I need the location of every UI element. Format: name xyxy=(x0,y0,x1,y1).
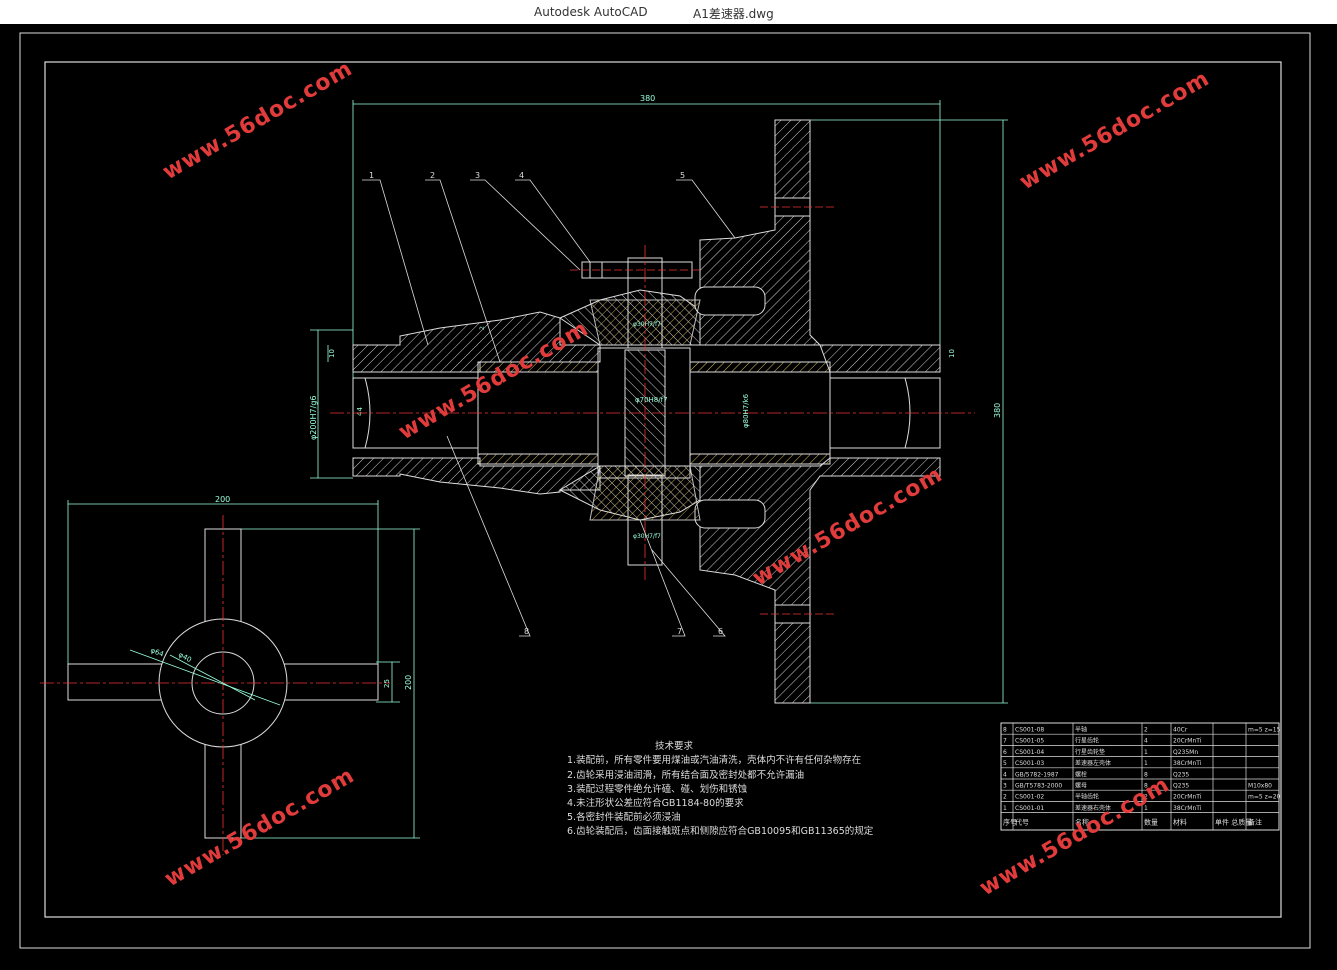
bom-cell: 40Cr xyxy=(1173,727,1188,734)
bom-cell: Q235Mn xyxy=(1173,749,1198,756)
bom-cell: Q235 xyxy=(1173,783,1189,790)
bom-cell: 38CrMnTi xyxy=(1173,805,1202,812)
leader-lines xyxy=(362,179,736,637)
dim-gear-fit-top: φ30H7/f7 xyxy=(633,321,661,328)
bom-cell: Q235 xyxy=(1173,771,1189,778)
bom-header-cell: 名称 xyxy=(1075,818,1089,827)
bom-cell: 20CrMnTi xyxy=(1173,794,1202,801)
bom-cell: 5 xyxy=(1003,760,1007,767)
bom-cell: 半轴 xyxy=(1075,726,1087,734)
bom-cell: 8 xyxy=(1144,783,1148,790)
tech-item-5: 5.各密封件装配前必须浸油 xyxy=(567,811,681,823)
callout-4: 4 xyxy=(519,171,524,180)
bom-cell: 2 xyxy=(1003,794,1007,801)
bom-cell: 8 xyxy=(1144,771,1148,778)
tech-title: 技术要求 xyxy=(655,740,694,752)
bom-cell: 差速器左壳体 xyxy=(1075,759,1111,767)
bom-cell: 6 xyxy=(1003,749,1007,756)
bom-table: 8 CS001-08 半轴 2 40Cr m=5 z=15 7 CS001-05 行星齿轮 4 20… xyxy=(1000,722,1281,831)
drawing-canvas[interactable]: 380 380 φ200H7/g6 10 44 10 xyxy=(0,24,1337,966)
bom-cell: CS001-05 xyxy=(1015,738,1044,745)
dim-cross-width: 200 xyxy=(215,495,230,504)
bom-cell: m=5 z=15 xyxy=(1248,727,1281,734)
dim-right-offset: 10 xyxy=(948,349,956,358)
callout-3: 3 xyxy=(475,171,480,180)
bom-cell: 半轴齿轮 xyxy=(1075,793,1099,801)
watermark-6: www.56doc.com xyxy=(976,772,1175,901)
bom-cell: 7 xyxy=(1003,738,1007,745)
app-title: Autodesk AutoCAD xyxy=(534,5,648,19)
bom-header-cell: 单件 总质量 xyxy=(1215,818,1252,827)
left-dimensions xyxy=(310,329,353,479)
watermark-1: www.56doc.com xyxy=(159,56,358,185)
right-dimension xyxy=(810,119,1008,704)
dim-gear-fit-bot: φ30H7/f7 xyxy=(633,533,661,540)
tech-item-3: 3.装配过程零件绝允许磕、碰、划伤和锈蚀 xyxy=(567,783,748,795)
bom-cell: GB/5782-1987 xyxy=(1015,771,1059,778)
bom-cell: 1 xyxy=(1144,749,1148,756)
dim-cross-pin: 25 xyxy=(383,679,391,688)
bom-cell: CS001-03 xyxy=(1015,760,1044,767)
tech-requirements: 技术要求 1.装配前，所有零件要用煤油或汽油清洗，壳体内不许有任何杂物存在 2.… xyxy=(567,740,874,837)
tech-item-6: 6.齿轮装配后，齿面接触斑点和侧隙应符合GB10095和GB11365的规定 xyxy=(567,825,874,837)
differential-assembly xyxy=(330,119,975,704)
dim-cross-height: 200 xyxy=(404,675,413,690)
dim-small: 2 xyxy=(479,326,486,330)
callout-2: 2 xyxy=(430,171,435,180)
tech-item-2: 2.齿轮采用浸油润滑，所有结合面及密封处都不允许漏油 xyxy=(567,769,804,781)
bom-cell: GB/T5783-2000 xyxy=(1015,783,1062,790)
bom-header-cell: 序号 xyxy=(1003,818,1017,827)
bom-cell: m=5 z=20 xyxy=(1248,794,1281,801)
bom-cell: CS001-04 xyxy=(1015,749,1044,756)
bom-cell: 38CrMnTi xyxy=(1173,760,1202,767)
callout-8: 8 xyxy=(524,627,529,636)
watermark-2: www.56doc.com xyxy=(1016,66,1215,195)
bom-cell: 3 xyxy=(1003,783,1007,790)
bom-cell: 4 xyxy=(1144,738,1148,745)
outer-frame xyxy=(19,32,1311,949)
bom-cell: 4 xyxy=(1003,771,1007,778)
inner-frame xyxy=(44,61,1282,918)
bom-cell: CS001-02 xyxy=(1015,794,1044,801)
bom-cell: 1 xyxy=(1003,805,1007,812)
dim-pin-fit: φ70H8/f7 xyxy=(635,396,668,404)
cross-shaft-view xyxy=(40,500,420,855)
bom-header-cell: 代号 xyxy=(1015,818,1029,827)
bom-cell: M10x80 xyxy=(1248,783,1272,790)
dim-right-height: 380 xyxy=(993,403,1002,418)
bom-cell: 2 xyxy=(1144,727,1148,734)
callout-1: 1 xyxy=(369,171,374,180)
cad-drawing: 380 380 φ200H7/g6 10 44 10 xyxy=(19,32,1311,949)
bom-header-cell: 备注 xyxy=(1248,818,1262,827)
bom-header-cell: 材料 xyxy=(1173,818,1187,827)
bom-cell: 螺母 xyxy=(1075,782,1087,790)
dim-cross-r1: φ64 xyxy=(149,646,165,658)
bom-cell: 8 xyxy=(1003,727,1007,734)
bom-cell: 差速器右壳体 xyxy=(1075,804,1111,812)
tech-item-4: 4.未注形状公差应符合GB1184-80的要求 xyxy=(567,797,744,809)
bom-cell: 行星齿轮 xyxy=(1075,737,1099,745)
bom-cell: 行星齿轮垫 xyxy=(1075,748,1105,756)
bom-cell: 2 xyxy=(1144,794,1148,801)
callout-5: 5 xyxy=(680,171,685,180)
watermark-5: www.56doc.com xyxy=(161,763,360,892)
dim-top-width: 380 xyxy=(640,94,655,103)
callout-6: 6 xyxy=(718,627,723,636)
dim-bore-left: φ200H7/g6 xyxy=(309,395,318,440)
file-title: A1差速器.dwg xyxy=(693,7,774,21)
bom-cell: CS001-08 xyxy=(1015,727,1044,734)
tech-item-1: 1.装配前，所有零件要用煤油或汽油清洗，壳体内不许有任何杂物存在 xyxy=(567,754,861,766)
bom-cell: 螺栓 xyxy=(1075,770,1087,778)
dim-shaft-dia: 44 xyxy=(356,407,364,416)
bom-cell: 1 xyxy=(1144,760,1148,767)
bom-cell: CS001-01 xyxy=(1015,805,1044,812)
dim-left-offset: 10 xyxy=(328,349,336,358)
bom-cell: 20CrMnTi xyxy=(1173,738,1202,745)
bom-cell: 1 xyxy=(1144,805,1148,812)
title-bar: Autodesk AutoCAD A1差速器.dwg xyxy=(0,0,1337,24)
callout-7: 7 xyxy=(677,627,682,636)
bom-header-cell: 数量 xyxy=(1144,818,1158,827)
dim-bore-right: φ80H7/k6 xyxy=(742,393,750,428)
